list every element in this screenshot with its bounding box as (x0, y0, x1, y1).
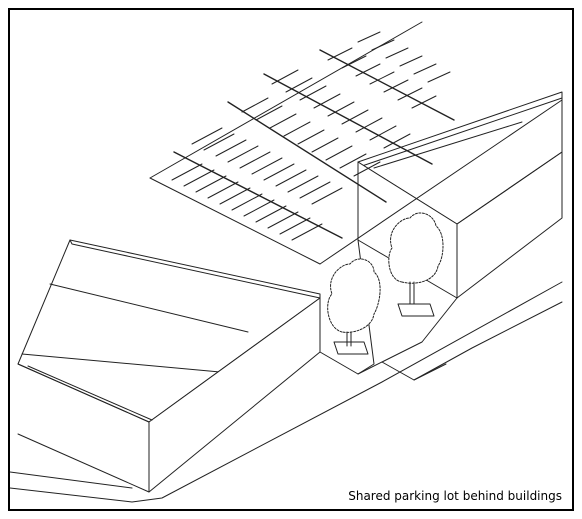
street-tree-right (389, 213, 443, 316)
street-tree-left (328, 259, 380, 354)
illustration-frame: Shared parking lot behind buildings (8, 8, 574, 511)
left-building (18, 240, 320, 492)
right-building (358, 92, 562, 298)
parking-lot-sketch (10, 10, 574, 511)
caption: Shared parking lot behind buildings (348, 489, 562, 503)
